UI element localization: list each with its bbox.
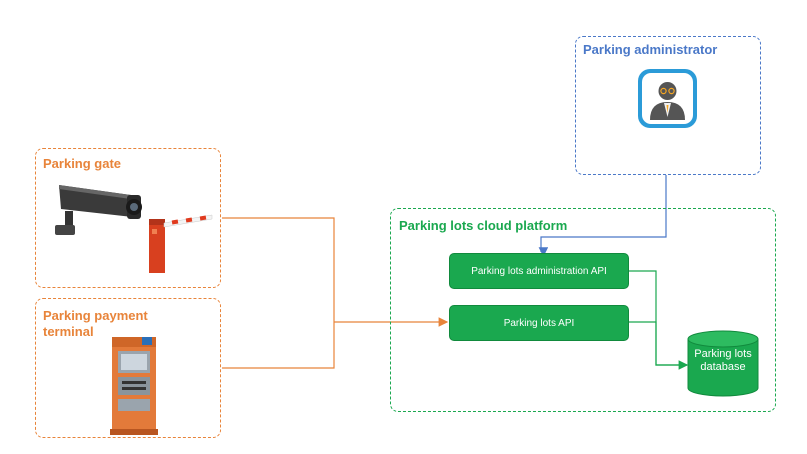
payment-kiosk-icon [106,333,166,442]
admin-connector [538,175,667,257]
cloud-platform-title: Parking lots cloud platform [399,218,568,233]
parking-gate-box: Parking gate [35,148,221,288]
gate-connector [222,217,335,322]
payment-terminal-title: Parking payment terminal [43,308,148,340]
administrator-title: Parking administrator [583,42,718,57]
administrator-box: Parking administrator [575,36,761,175]
barrier-gate-icon [144,209,214,280]
administration-api-box[interactable]: Parking lots administration API [449,253,629,289]
payment-terminal-title-line1: Parking payment [43,308,148,323]
database-icon[interactable] [686,330,760,403]
payment-terminal-box: Parking payment terminal [35,298,221,438]
database-label: Parking lots database [694,348,752,373]
api-db-connector [628,321,689,370]
payment-terminal-title-line2: terminal [43,324,94,339]
terminal-connector [222,322,335,369]
cloud-platform-box: Parking lots cloud platform [390,208,776,412]
administrator-avatar-icon [636,67,699,135]
parking-lots-api-box[interactable]: Parking lots API [449,305,629,341]
parking-gate-title: Parking gate [43,156,122,171]
security-camera-icon [51,177,151,244]
